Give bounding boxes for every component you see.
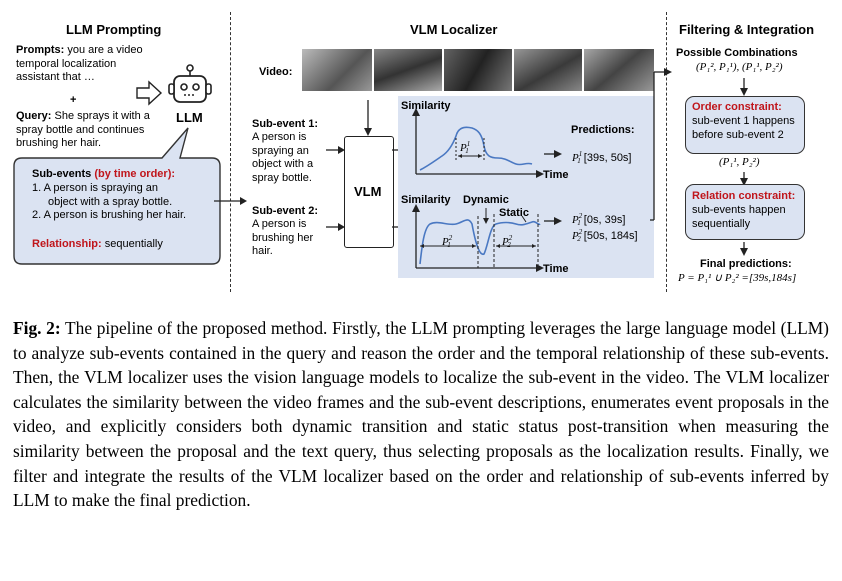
- video-frame-2: [372, 49, 442, 91]
- sub1-text: A person is spraying an object with a sp…: [252, 131, 342, 185]
- figure: LLM Prompting Prompts: you are a video t…: [13, 12, 815, 292]
- final-predictions-label: Final predictions:: [700, 258, 792, 270]
- filter-arrows: [740, 78, 748, 256]
- subevents-bubble: [13, 127, 221, 265]
- relation-line-1: sub-events happen: [692, 204, 786, 216]
- dynamic-label: Dynamic: [463, 194, 509, 206]
- pred1-range: [39s, 50s]: [583, 152, 632, 164]
- pred2b-range: [50s, 184s]: [583, 230, 638, 242]
- video-frame-5: [582, 49, 654, 91]
- prompts-label: Prompts:: [16, 44, 65, 56]
- divider-right: [666, 12, 667, 292]
- sub2-title: Sub-event 2:: [252, 205, 319, 217]
- video-frame-3: [442, 49, 512, 91]
- figure-caption: Fig. 2: The pipeline of the proposed met…: [13, 316, 829, 513]
- llm-label: LLM: [176, 110, 203, 125]
- static-label: Static: [499, 207, 529, 219]
- sim2-label: Similarity: [401, 194, 451, 206]
- llm-section-title: LLM Prompting: [66, 22, 162, 37]
- sim1-label: Similarity: [401, 100, 451, 112]
- relation-line-2: sequentially: [692, 217, 751, 230]
- subevent-num-1: 1.: [32, 182, 42, 194]
- sub1-line-3: object with a: [252, 158, 314, 170]
- relation-constraint-box: [685, 184, 805, 240]
- relation-constraint-title: Relation constraint:: [692, 190, 796, 202]
- sub2-line-2: brushing her: [252, 231, 314, 244]
- robot-icon: [168, 64, 212, 103]
- plot2-proposal-label-a: P21: [442, 234, 453, 249]
- hollow-arrow-icon: [136, 80, 163, 106]
- subevent-num-2: 2.: [32, 209, 42, 221]
- order-line-1: sub-event 1 happens: [692, 115, 795, 127]
- similarity-curve-1: [419, 126, 533, 171]
- prediction-2b: P22 [50s, 184s]: [572, 226, 638, 247]
- prompts-line-2: temporal localization: [16, 57, 117, 70]
- sub2-text: A person is brushing her hair.: [252, 218, 342, 259]
- order-line-2: before sub-event 2: [692, 128, 784, 141]
- subevent-2-line-1: A person is brushing her hair.: [43, 209, 187, 221]
- pred2a-symbol: P21: [572, 212, 583, 227]
- possible-combos-label: Possible Combinations: [676, 47, 798, 59]
- predictions-label: Predictions:: [571, 124, 635, 136]
- caption-label: Fig. 2:: [13, 318, 61, 338]
- subevents-order: (by time order):: [94, 168, 176, 180]
- caption-text: The pipeline of the proposed method. Fir…: [13, 318, 829, 511]
- sub1-line-2: spraying an: [252, 144, 309, 157]
- sub2-line-3: hair.: [252, 245, 273, 257]
- plot2-proposal-label-b: P22: [502, 234, 513, 249]
- query-line-2: spray bottle and continues: [16, 123, 145, 136]
- query-line-3: brushing her hair.: [16, 137, 101, 149]
- vlm-label: VLM: [354, 184, 382, 199]
- sub1-title: Sub-event 1:: [252, 118, 319, 130]
- prediction-1: P11 [39s, 50s]: [572, 148, 632, 169]
- order-constraint-box: [685, 96, 805, 154]
- arrow-llm-to-vlm: [214, 197, 247, 205]
- subevents-heading: Sub-events (by time order):: [32, 168, 175, 182]
- prompts-line-3: assistant that …: [16, 71, 95, 83]
- video-frame-4: [512, 49, 582, 91]
- relationship-label: Relationship:: [32, 238, 102, 250]
- query-label: Query:: [16, 110, 52, 122]
- query-line-1: She sprays it with a: [54, 110, 150, 122]
- video-frames: [302, 49, 654, 91]
- sub1-line-4: spray bottle.: [252, 171, 312, 184]
- subevent-item-2: 2. A person is brushing her hair.: [32, 209, 217, 223]
- relation-constraint-text: sub-events happen sequentially: [692, 204, 786, 231]
- plot1-proposal-label: P11: [460, 140, 471, 155]
- divider-left: [230, 12, 231, 292]
- vlm-arrows: [326, 100, 407, 231]
- subevents-label: Sub-events: [32, 168, 92, 180]
- time-label-1: Time: [543, 169, 569, 181]
- order-constraint-text: sub-event 1 happens before sub-event 2: [692, 115, 795, 142]
- subevent-item-1: 1. A person is spraying an object with a…: [32, 182, 217, 209]
- sub1-line-1: A person is: [252, 131, 307, 143]
- vlm-section-title: VLM Localizer: [410, 22, 498, 37]
- combos-text: (P₁², P₁¹), (P₁¹, P₂²): [696, 61, 783, 73]
- relationship-value: sequentially: [104, 238, 163, 250]
- plus-sign: +: [70, 94, 77, 106]
- subevent-1-line-2: object with a spray bottle.: [48, 195, 173, 208]
- pred2a-range: [0s, 39s]: [583, 214, 626, 226]
- combo-selected: (P₁¹, P₂²): [719, 156, 760, 168]
- sub2-line-1: A person is: [252, 218, 307, 230]
- prompts-line-1: you are a video: [67, 44, 143, 56]
- time-label-2: Time: [543, 263, 569, 275]
- similarity-curve-2: [419, 219, 541, 265]
- subevent-1-line-1: A person is spraying an: [43, 182, 158, 194]
- video-frame-1: [302, 49, 372, 91]
- arrow-vlm-to-filter: [650, 68, 672, 221]
- pred2b-symbol: P22: [572, 228, 583, 243]
- prediction-2a: P21 [0s, 39s]: [572, 210, 625, 231]
- pred1-symbol: P11: [572, 150, 583, 165]
- order-constraint-title: Order constraint:: [692, 101, 782, 113]
- filter-section-title: Filtering & Integration: [679, 22, 815, 37]
- relationship-line: Relationship: sequentially: [32, 238, 163, 252]
- prompts-text: Prompts: you are a video temporal locali…: [16, 44, 166, 85]
- vlm-box: [344, 136, 394, 248]
- video-label: Video:: [259, 66, 293, 78]
- similarity-plots: [412, 108, 562, 272]
- query-text: Query: She sprays it with a spray bottle…: [16, 110, 166, 151]
- final-formula: P = P₁¹ ∪ P₂² =[39s,184s]: [678, 272, 797, 284]
- similarity-panel: [398, 96, 654, 278]
